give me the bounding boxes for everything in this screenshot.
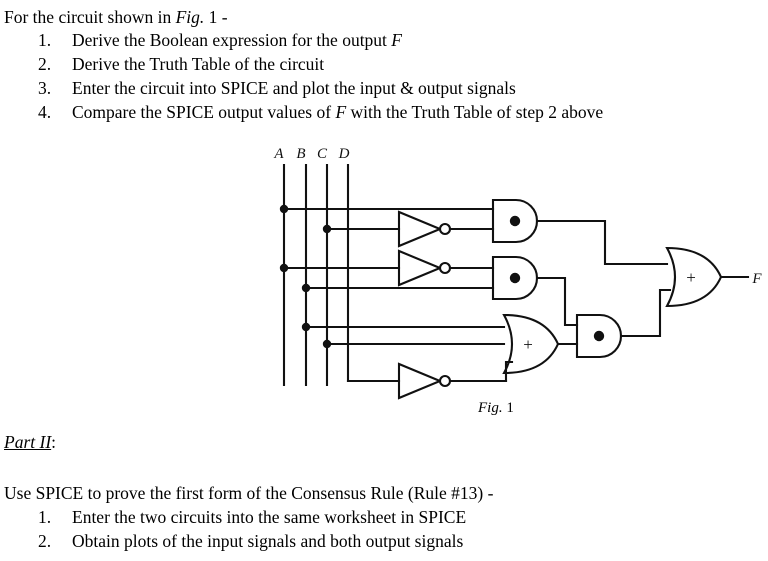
list-item: 1. Enter the two circuits into the same w… <box>4 505 466 529</box>
and-gate-3-body <box>575 313 623 359</box>
or-gate-1-symbol-plus: + <box>523 335 533 354</box>
list-item-text: Enter the two circuits into the same wor… <box>72 507 467 527</box>
part1-list: 1. Derive the Boolean expression for the … <box>4 28 603 124</box>
figure-caption-ital: Fig. <box>478 400 503 416</box>
inverter-2-body <box>397 249 443 287</box>
list-item-italic: F <box>391 30 402 50</box>
junction-dot <box>322 339 332 349</box>
junction-dot <box>301 283 311 293</box>
or-gate-output-symbol-plus: + <box>686 268 696 287</box>
list-item-text: Obtain plots of the input signals and bo… <box>72 531 464 551</box>
wire-and1-to-or-out <box>535 219 669 266</box>
part1-intro-figref: Fig. <box>175 7 205 27</box>
list-item-number: 2. <box>38 54 52 74</box>
wire-and3-to-or-out <box>619 288 672 338</box>
or-gate-1-body <box>502 313 560 375</box>
list-item: 3. Enter the circuit into SPICE and plot … <box>4 76 603 100</box>
part2-heading-label: Part II <box>4 432 52 452</box>
list-item-text: Compare the SPICE output values of <box>72 102 336 122</box>
wire-and2-to-and3 <box>535 276 579 327</box>
and-gate-3-symbol-dot <box>593 330 605 342</box>
and-gate-2-symbol-dot <box>509 272 521 284</box>
input-label-b: B <box>296 146 305 162</box>
list-item-number: 4. <box>38 102 52 122</box>
junction-dot <box>301 322 311 332</box>
input-label-c: C <box>317 146 328 162</box>
inverter-1-bubble <box>438 222 452 236</box>
list-item-text: Derive the Truth Table of the circuit <box>72 54 325 74</box>
part1-intro-line: For the circuit shown in Fig. 1 - <box>4 6 228 28</box>
list-item: 2. Derive the Truth Table of the circuit <box>4 52 603 76</box>
list-item-number: 1. <box>38 30 52 50</box>
part1-intro-prefix: For the circuit shown in <box>4 7 176 27</box>
part2-intro-line: Use SPICE to prove the first form of the… <box>4 483 494 503</box>
figure-caption-num: 1 <box>502 400 514 416</box>
list-item-number: 1. <box>38 507 52 527</box>
inverter-3-body <box>397 362 443 400</box>
part2-list: 1. Enter the two circuits into the same w… <box>4 505 466 553</box>
part2-heading: Part II: <box>4 432 56 453</box>
inverter-1-body <box>397 210 443 248</box>
list-item-text: Enter the circuit into SPICE and plot th… <box>72 78 516 98</box>
circuit-figure: A B C D F + + <box>0 140 768 425</box>
input-label-d: D <box>338 146 350 162</box>
list-item: 1. Derive the Boolean expression for the … <box>4 28 603 52</box>
list-item-italic: F <box>335 102 347 122</box>
circuit-diagram-svg: A B C D F + + <box>273 146 762 400</box>
or-gate-output-body <box>665 246 723 308</box>
list-item-text: Derive the Boolean expression for the ou… <box>72 30 392 50</box>
and-gate-1-body <box>491 198 539 244</box>
and-gate-1-symbol-dot <box>509 215 521 227</box>
junction-dot <box>322 224 332 234</box>
inverter-2-bubble <box>438 261 452 275</box>
output-label-f: F <box>751 271 762 287</box>
input-label-a: A <box>273 146 284 162</box>
inverter-3-bubble <box>438 374 452 388</box>
list-item: 2. Obtain plots of the input signals and … <box>4 529 466 553</box>
part1-intro-suffix: 1 - <box>204 7 228 27</box>
junction-dot <box>279 204 289 214</box>
part2-heading-colon: : <box>51 432 57 452</box>
list-item: 4. Compare the SPICE output values of F w… <box>4 100 603 124</box>
junction-dot <box>279 263 289 273</box>
list-item-text-tail: with the Truth Table of step 2 above <box>346 102 604 122</box>
and-gate-2-body <box>491 255 539 301</box>
figure-caption: Fig. 1 <box>478 400 514 417</box>
list-item-number: 2. <box>38 531 52 551</box>
list-item-number: 3. <box>38 78 52 98</box>
